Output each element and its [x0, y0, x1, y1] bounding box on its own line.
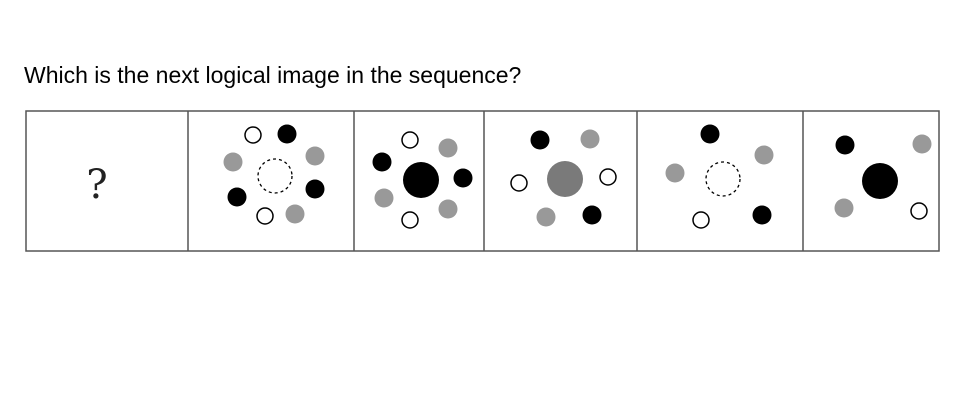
question-text: Which is the next logical image in the s…	[24, 62, 522, 88]
white-dot	[401, 211, 419, 229]
black-dot	[700, 124, 720, 144]
white-dot	[510, 174, 528, 192]
gray-dot	[438, 138, 458, 158]
white-dot	[401, 131, 419, 149]
black-dot	[453, 168, 473, 188]
gray-dot	[665, 163, 685, 183]
black-dot	[530, 130, 550, 150]
gray-dot	[374, 188, 394, 208]
center-dashed-circle	[705, 161, 741, 197]
question-mark: ?	[86, 162, 107, 208]
sequence-strip: ?	[25, 110, 940, 252]
white-dot	[599, 168, 617, 186]
panel-4	[665, 124, 774, 229]
gray-dot	[536, 207, 556, 227]
white-dot	[244, 126, 262, 144]
white-dot	[256, 207, 274, 225]
white-dot	[692, 211, 710, 229]
black-dot	[277, 124, 297, 144]
panel-unknown[interactable]: ?	[86, 162, 107, 208]
black-dot	[835, 135, 855, 155]
center-dashed-circle	[257, 158, 293, 194]
gray-dot	[305, 146, 325, 166]
black-dot	[227, 187, 247, 207]
sequence-figure: ?	[25, 110, 940, 252]
black-dot	[752, 205, 772, 225]
panel-1	[223, 124, 325, 225]
black-dot	[305, 179, 325, 199]
gray-dot	[580, 129, 600, 149]
panel-5	[834, 134, 932, 220]
white-dot	[910, 202, 928, 220]
gray-dot	[223, 152, 243, 172]
panel-2	[372, 131, 473, 229]
center-gray-circle	[547, 161, 583, 197]
black-dot	[372, 152, 392, 172]
strip-frame	[25, 110, 940, 252]
black-dot	[582, 205, 602, 225]
center-black-circle	[862, 163, 898, 199]
gray-dot	[912, 134, 932, 154]
gray-dot	[754, 145, 774, 165]
gray-dot	[438, 199, 458, 219]
gray-dot	[834, 198, 854, 218]
center-black-circle	[403, 162, 439, 198]
gray-dot	[285, 204, 305, 224]
panel-3	[510, 129, 617, 227]
